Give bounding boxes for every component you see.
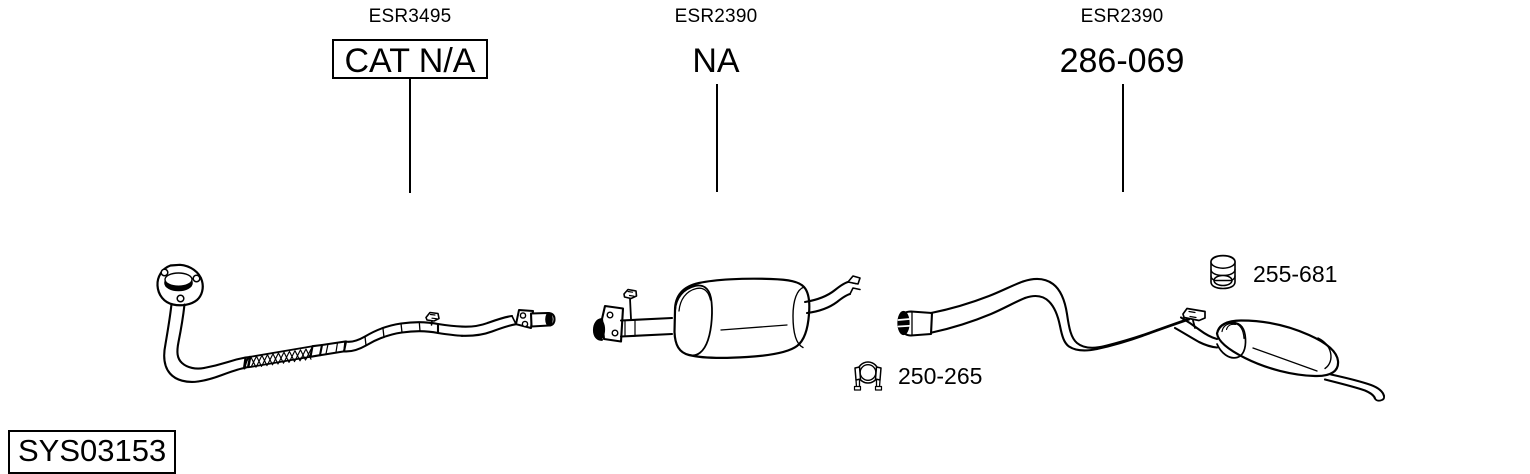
front-pipe-illustration: [156, 263, 556, 383]
centre-silencer-component: [575, 262, 865, 392]
rubber-mount-icon: [1203, 252, 1243, 296]
leader-line-centre-silencer: [716, 84, 718, 192]
system-code-label: SYS03153: [8, 430, 177, 474]
accessory-label-exhaust-clamp: 250-265: [898, 362, 983, 389]
intermediate-pipe-illustration: [897, 277, 1199, 352]
rear-silencer-illustration: [1173, 307, 1386, 402]
callout-sub-label-centre-silencer: ESR2390: [674, 6, 758, 27]
u-bolt-clamp-icon: [848, 356, 888, 396]
callout-sub-label-front-pipe-catalyst: ESR3495: [368, 6, 452, 27]
accessory-exhaust-clamp: 250-265: [848, 356, 982, 396]
front-pipe-component: [140, 240, 580, 390]
callout-sub-label-rear-silencer: ESR2390: [1080, 6, 1164, 27]
centre-silencer-illustration: [592, 275, 861, 359]
callout-main-label-rear-silencer: 286-069: [1059, 42, 1185, 80]
leader-line-rear-silencer: [1122, 84, 1124, 192]
accessory-label-rubber-mount: 255-681: [1253, 260, 1338, 287]
accessory-rubber-mount: 255-681: [1203, 252, 1337, 296]
callout-main-label-front-pipe-catalyst: CAT N/A: [332, 39, 488, 79]
callout-main-label-centre-silencer: NA: [692, 42, 740, 80]
rear-silencer-component: [1173, 295, 1400, 405]
intermediate-pipe-component: [885, 258, 1235, 373]
leader-line-front-pipe-catalyst: [409, 79, 411, 193]
